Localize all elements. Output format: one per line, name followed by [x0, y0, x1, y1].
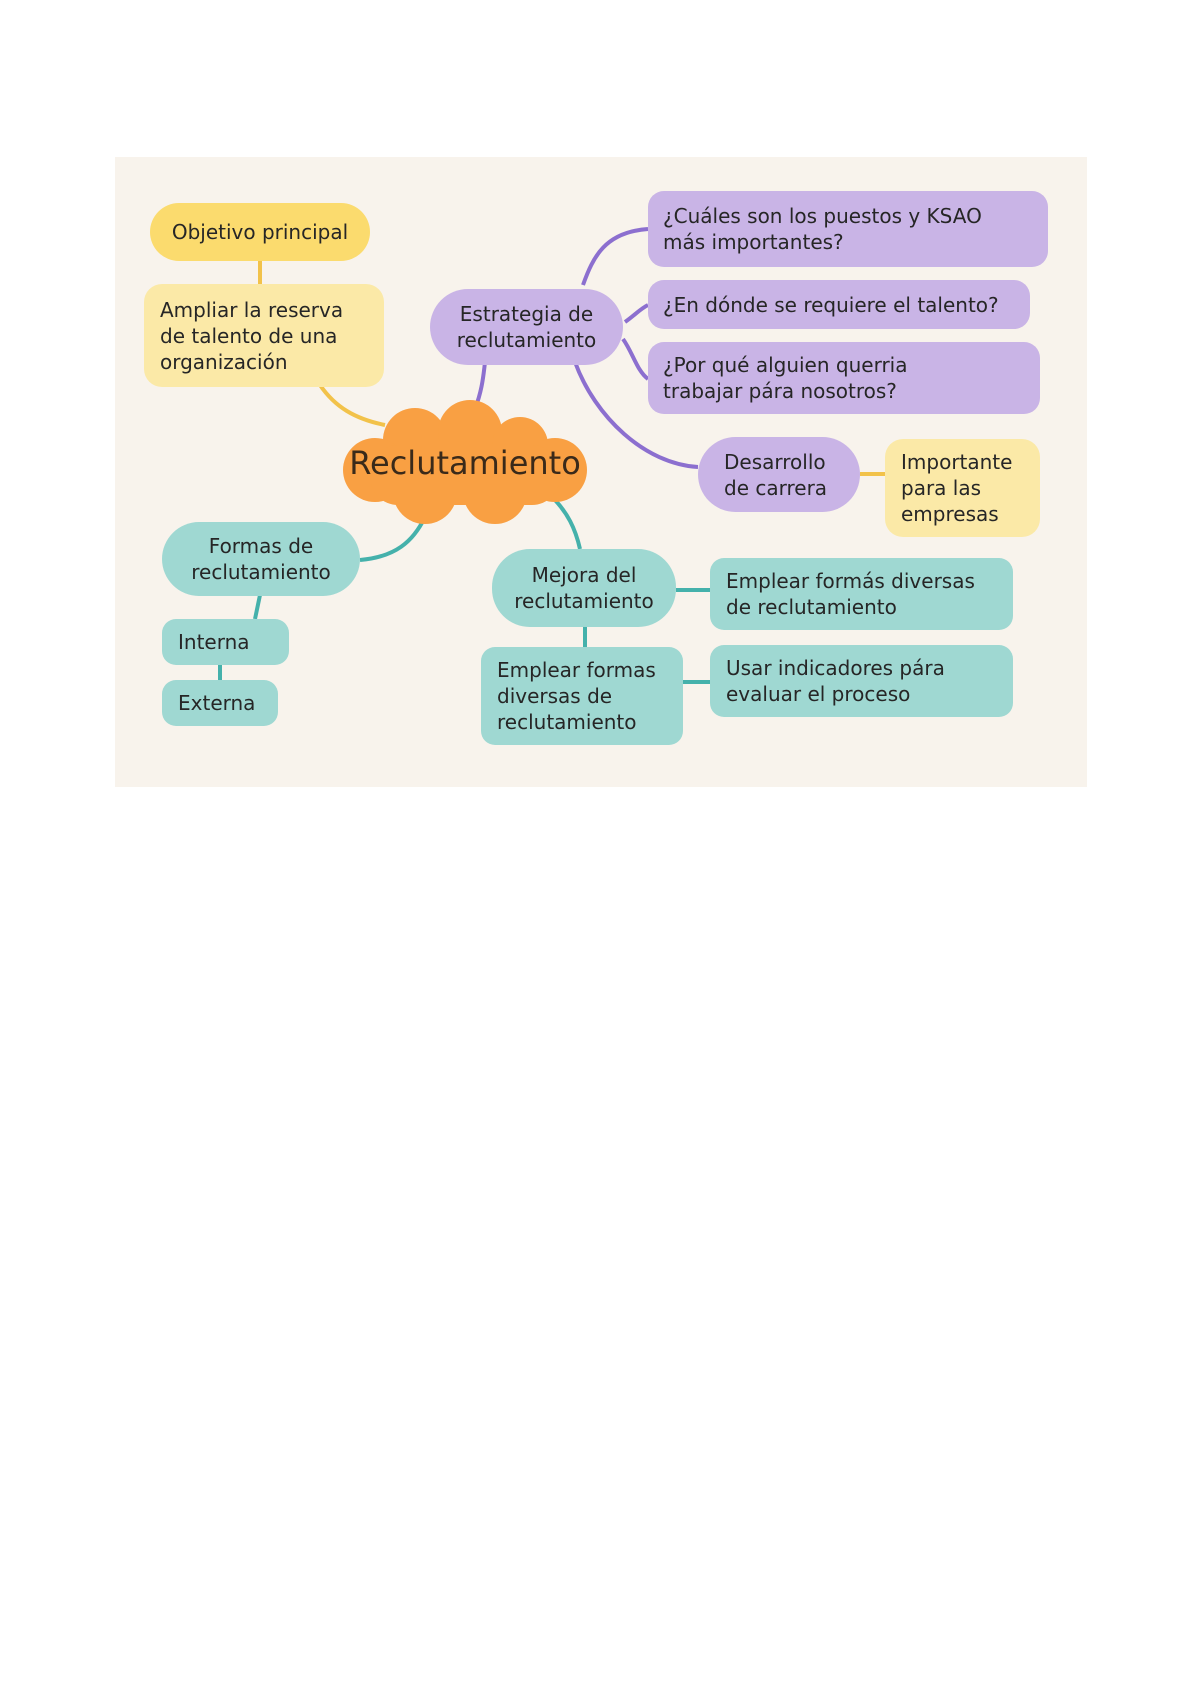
forms-item-interna-text: Interna — [178, 630, 250, 654]
improvement-item-2-text: Usar indicadores pára evaluar el proceso — [726, 656, 945, 706]
forms-item-interna: Interna — [162, 619, 289, 665]
improvement-item-2-node: Usar indicadores pára evaluar el proceso — [710, 645, 1013, 717]
improvement-item-1-text: Emplear formás diversas de reclutamiento — [726, 569, 975, 619]
improvement-item-1-node: Emplear formás diversas de reclutamiento — [710, 558, 1013, 630]
connector-lines — [218, 227, 885, 684]
career-note-text: Importante para las empresas — [901, 450, 1013, 526]
center-node-label: Reclutamiento — [349, 443, 581, 482]
strategy-question-3-text: ¿Por qué alguien querria trabajar pára n… — [663, 353, 908, 403]
career-title-text: Desarrollo de carrera — [724, 449, 828, 500]
improvement-item-3-node: Emplear formas diversas de reclutamiento — [481, 647, 683, 745]
strategy-question-1-text: ¿Cuáles son los puestos y KSAO más impor… — [663, 204, 982, 254]
strategy-title-node: Estrategia de reclutamiento — [430, 289, 623, 365]
mind-map-panel: Reclutamiento Objetivo principal Ampliar… — [115, 157, 1087, 787]
link-objective-center — [318, 383, 386, 427]
forms-title-text: Formas de reclutamiento — [191, 534, 331, 584]
forms-item-externa: Externa — [162, 680, 278, 726]
link-strategy-q3 — [621, 337, 650, 381]
strategy-title-text: Estrategia de reclutamiento — [456, 302, 597, 352]
improvement-item-3-text: Emplear formas diversas de reclutamiento — [497, 658, 656, 734]
objective-title-text: Objetivo principal — [171, 220, 349, 244]
link-center-forms — [359, 516, 427, 562]
objective-detail-text: Ampliar la reserva de talento de una org… — [160, 297, 344, 374]
career-note-node: Importante para las empresas — [885, 439, 1040, 537]
link-strategy-career — [573, 361, 699, 469]
improvement-title-node: Mejora del reclutamiento — [492, 549, 676, 627]
objective-detail-node: Ampliar la reserva de talento de una org… — [144, 284, 384, 387]
link-forms-interna — [253, 594, 262, 620]
improvement-title-text: Mejora del reclutamiento — [514, 563, 654, 613]
forms-title-node: Formas de reclutamiento — [162, 522, 360, 596]
career-title-node: Desarrollo de carrera — [698, 437, 860, 512]
forms-item-externa-text: Externa — [178, 691, 256, 715]
center-cloud-shape — [343, 400, 587, 524]
link-center-improvement — [553, 498, 582, 550]
strategy-question-2-node: ¿En dónde se requiere el talento? — [648, 280, 1030, 329]
strategy-question-2-text: ¿En dónde se requiere el talento? — [663, 292, 999, 317]
objective-title-node: Objetivo principal — [150, 203, 370, 261]
link-strategy-q2 — [623, 303, 649, 324]
strategy-question-3-node: ¿Por qué alguien querria trabajar pára n… — [648, 342, 1040, 414]
link-strategy-q1 — [581, 227, 649, 286]
strategy-question-1-node: ¿Cuáles son los puestos y KSAO más impor… — [648, 191, 1048, 267]
